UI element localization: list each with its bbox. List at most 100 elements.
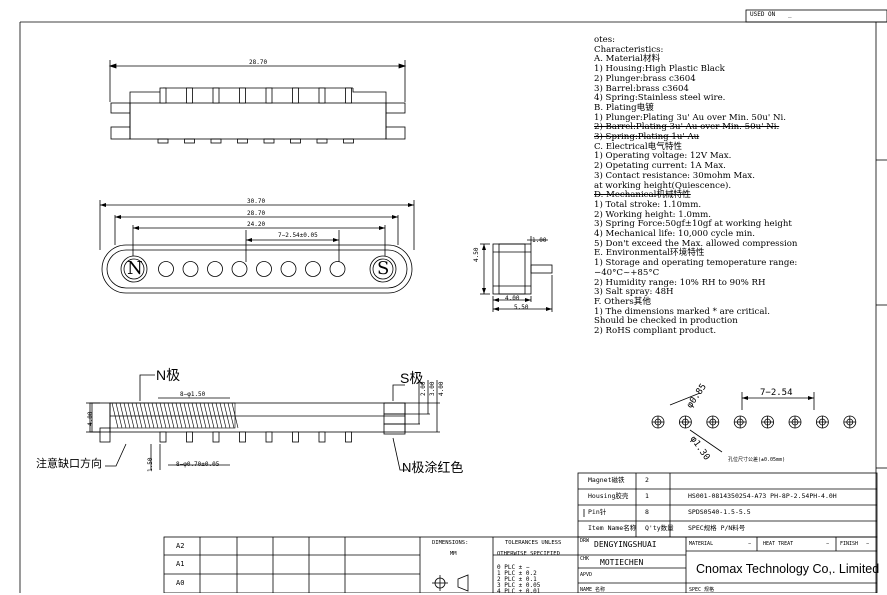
heat-label: HEAT TREAT (763, 541, 794, 547)
dim-hole-pitch: 7−2.54 (760, 388, 793, 398)
note-line: 2) Opetating current: 1A Max. (594, 161, 726, 172)
dim-front-mid: 28.70 (247, 210, 266, 217)
bom-qty: 2 (645, 476, 649, 484)
chk-label: CHK (580, 556, 590, 562)
note-line: 2) Barrel:Plating 3u' Au over Min. 50u' … (594, 122, 780, 133)
note-line: 5) Don't exceed the Max. allowed compres… (594, 238, 798, 249)
note-line: 1) Housing:High Plastic Black (594, 64, 725, 75)
top-pin-base (210, 138, 222, 144)
bom-pn: SPEC规格 P/N料号 (688, 524, 746, 532)
name-label: NAME 名称 (580, 587, 606, 593)
top-pin (186, 87, 193, 104)
material-value: − (748, 541, 752, 547)
dim-pitch: 7−2.54±0.05 (278, 232, 318, 239)
bom-qty: 8 (645, 508, 649, 516)
note-line: 2) Working height: 1.0mm. (594, 209, 711, 220)
front-pin-hole (158, 261, 174, 277)
top-pin-base (290, 138, 301, 144)
dim-bottom-pin2: 8−φ0.70±0.05 (176, 461, 220, 468)
dim-right-4: 4.00 (438, 381, 445, 396)
section-pin (159, 431, 167, 443)
used-on-box (745, 9, 887, 23)
section-view (86, 374, 440, 471)
front-pin-hole (231, 261, 248, 277)
company-name: Cnomax Technology Co,. Limited (696, 562, 880, 576)
front-pin-hole (280, 261, 297, 277)
section-pin (265, 431, 273, 443)
magnet-hatch-region (109, 402, 236, 429)
dim-front-outer: 30.70 (247, 198, 266, 205)
note-line: 1) Plunger:Plating 3u' Au over Min. 50u'… (594, 112, 786, 123)
note-line: C. Electrical电气特性 (594, 141, 683, 152)
bom-pn: HS001-0814350254-A73 PH-8P-2.54PH-4.0H (688, 492, 837, 500)
callout-n-pole: N极 (156, 367, 181, 383)
top-pin-base (157, 138, 169, 144)
rev-a0: A0 (176, 579, 185, 587)
callout-n-red: N极涂红色 (402, 460, 464, 475)
front-pin-hole (182, 261, 199, 277)
bom-name: Item Name名称 (588, 524, 637, 532)
note-line: 2) RoHS compliant product. (594, 326, 717, 337)
section-pin (292, 431, 299, 443)
note-line: 4) Mechanical life: 10,000 cycle min. (594, 229, 756, 240)
tolerance-row: 4 PLC ± 0.01 (497, 588, 541, 595)
top-pin (212, 87, 220, 104)
front-view (99, 200, 415, 294)
top-pin (239, 87, 246, 104)
note-line: E. Environmental环境特性 (594, 248, 705, 259)
top-pin (265, 87, 273, 104)
rev-a2: A2 (176, 542, 185, 550)
front-pin-hole (305, 261, 321, 277)
dimensions-label: DIMENSIONS: (432, 540, 469, 546)
chk-name: MOTIECHEN (600, 558, 644, 567)
dim-bottom-pin: 8−φ1.50 (180, 391, 206, 398)
side-view (480, 236, 553, 312)
material-label: MATERIAL (689, 541, 714, 547)
tolerance-row: 3 PLC ± 0.05 (497, 582, 541, 589)
note-line: 2) Plunger:brass c3604 (594, 73, 696, 84)
finish-value: − (866, 541, 870, 547)
section-pin (239, 431, 246, 443)
bom-name: Housing胶壳 (588, 492, 629, 500)
note-line: 2) Humidity range: 10% RH to 90% RH (594, 277, 766, 288)
tolerances-label: TOLERANCES UNLESS (505, 540, 562, 546)
dim-right-3: 3.00 (429, 381, 436, 396)
dim-side-t: 1.00 (532, 237, 547, 244)
spec-label: SPEC 规格 (689, 587, 715, 593)
otherwise-label: OTHERWISE SPECIFIED (497, 551, 560, 557)
note-line: 3) Barrel:brass c3604 (594, 83, 689, 94)
used-on-value: _ (788, 11, 792, 18)
rev-a1: A1 (176, 560, 185, 568)
top-pin (318, 87, 326, 104)
tolerance-row: 1 PLC ± 0.2 (497, 570, 537, 577)
dim-top-width: 28.70 (249, 59, 268, 66)
note-line: F. Others其他 (594, 296, 651, 307)
note-line: 3) Spring:Plating 1u' Au (594, 132, 700, 143)
front-pin-hole (256, 261, 272, 277)
tolerance-note: 孔位尺寸公差(±0.05mm) (728, 457, 786, 463)
top-pin (292, 87, 299, 104)
note-line: B. Plating电镀 (594, 102, 654, 113)
dim-bottom-h: 4.00 (87, 411, 94, 426)
note-line: Should be checked in production (594, 316, 738, 327)
top-pin (345, 87, 352, 104)
note-line: 3) Contact resistance: 30mohm Max. (594, 170, 755, 181)
dim-side-h: 4.50 (473, 247, 480, 262)
section-pin (186, 431, 193, 443)
bom-pn: SPDS0540-1.5-5.5 (688, 508, 751, 516)
note-line: 4) Spring:Stainless steel wire. (594, 93, 726, 104)
bom-qty: 1 (645, 492, 649, 500)
top-view (108, 60, 407, 144)
note-line: otes: (594, 35, 616, 45)
drw-name: DENGYINGSHUAI (594, 540, 657, 549)
drw-label: DRW (580, 538, 590, 544)
note-line: D. Mechanical机械特性 (594, 190, 691, 201)
note-line: 1) The dimensions marked * are critical. (594, 306, 770, 317)
dim-side-w2: 5.50 (514, 304, 529, 311)
callout-s-pole: S极 (400, 370, 424, 386)
top-pin-base (184, 138, 195, 144)
section-pin (345, 431, 352, 443)
note-line: −40°C~+85°C (594, 267, 660, 278)
hole-pattern (651, 392, 857, 453)
note-line: A. Material材料 (594, 54, 661, 65)
